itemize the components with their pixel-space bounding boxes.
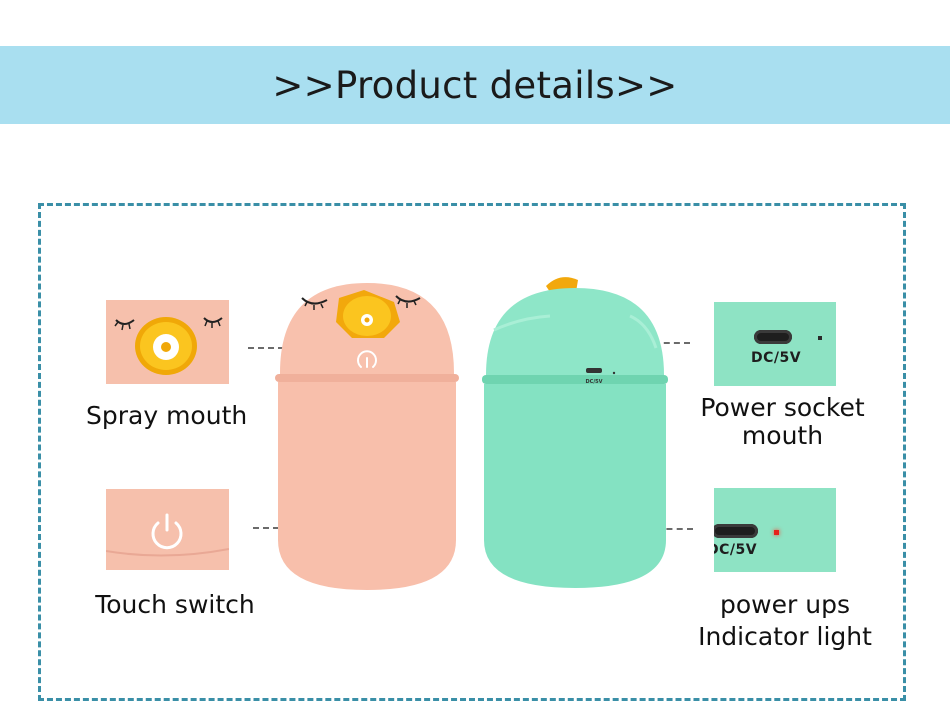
indicator-light-label: power ups Indicator light: [695, 591, 875, 651]
indicator-light-label-line2: Indicator light: [698, 622, 872, 651]
usb-socket-icon: [754, 330, 792, 344]
page-title: >>Product details>>: [272, 63, 678, 107]
power-icon: [106, 489, 229, 570]
spray-mouth-illustration: [106, 300, 229, 384]
power-socket-closeup: DC/5V: [714, 302, 836, 386]
indicator-socket-label: DC/5V: [714, 542, 758, 558]
spray-mouth-label: Spray mouth: [86, 401, 248, 430]
details-frame: [38, 203, 906, 701]
small-socket-label: DC/5V: [586, 379, 603, 385]
header-banner: >>Product details>>: [0, 46, 950, 124]
power-socket-label-line2: mouth: [741, 421, 824, 450]
green-humidifier: DC/5V: [482, 277, 668, 588]
pink-humidifier: [275, 283, 459, 590]
indicator-light-closeup: DC/5V: [714, 488, 836, 572]
indicator-led: [774, 530, 779, 535]
usb-socket-icon-2: [714, 524, 758, 538]
socket-label: DC/5V: [750, 350, 802, 366]
power-socket-label-line1: Power socket: [700, 393, 865, 422]
spray-mouth-closeup: [106, 300, 229, 384]
indicator-light-label-line1: power ups: [720, 590, 850, 619]
power-socket-label: Power socket mouth: [695, 394, 870, 450]
touch-switch-label: Touch switch: [95, 590, 255, 619]
socket-dot: [818, 336, 822, 340]
touch-switch-closeup: [106, 489, 229, 570]
